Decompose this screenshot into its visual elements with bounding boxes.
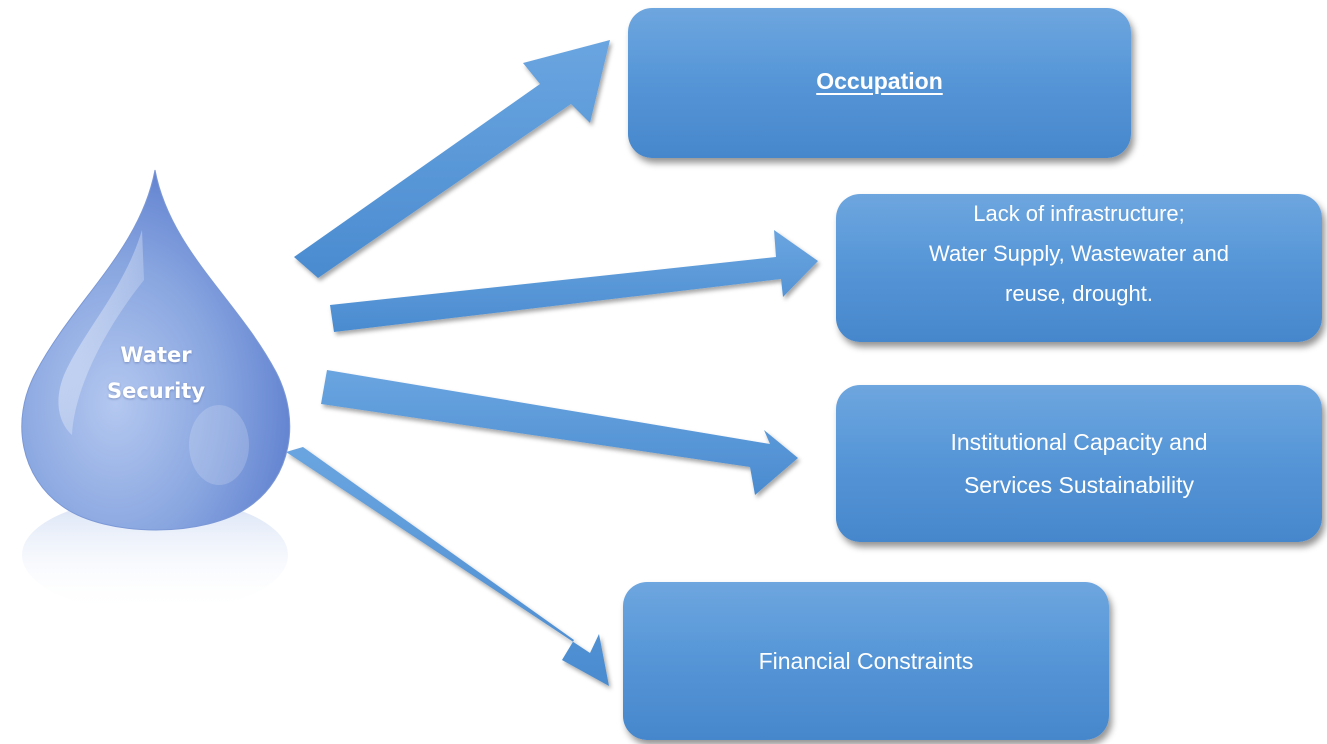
infrastructure-box: Lack of infrastructure; Water Supply, Wa… (836, 194, 1322, 342)
institutional-box: Institutional Capacity and Services Sust… (836, 385, 1322, 542)
financial-label: Financial Constraints (758, 648, 974, 674)
water-security-line-2: Security (106, 379, 206, 403)
water-drop-icon (21, 169, 291, 610)
arrow-to-institutional (321, 370, 798, 495)
water-security-label: Water Security (100, 337, 212, 409)
water-security-line-1: Water (120, 343, 192, 367)
arrow-to-infrastructure (330, 230, 818, 332)
occupation-box: Occupation (628, 8, 1131, 158)
financial-box: Financial Constraints (623, 582, 1109, 740)
occupation-label: Occupation (816, 68, 943, 94)
infrastructure-line-2: Water Supply, Wastewater and (929, 241, 1229, 266)
institutional-line-2: Services Sustainability (963, 472, 1195, 498)
arrow-to-occupation (294, 40, 610, 278)
infrastructure-line-1: Lack of infrastructure; (973, 201, 1185, 226)
infrastructure-line-3: reuse, drought. (1005, 281, 1153, 306)
institutional-line-1: Institutional Capacity and (950, 429, 1208, 455)
arrow-to-financial (286, 447, 609, 686)
